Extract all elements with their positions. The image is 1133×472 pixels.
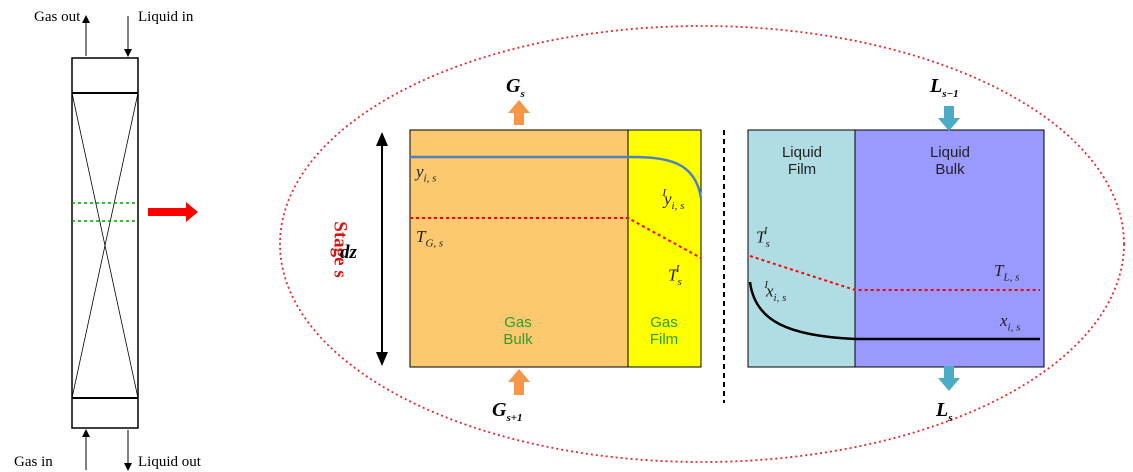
liquid-in-flow-arrow [938,106,960,131]
liquid-bulk-region [854,129,1045,368]
x-bulk-label: xi, s [1000,311,1021,334]
packed-column [71,15,139,471]
T-liquid-interface-label: TsI [756,225,770,251]
gas-bulk-region [409,129,629,368]
gas-concentration-curve [410,155,703,199]
x-interface-label: xi, sI [764,279,787,305]
dz-label: dz [340,242,357,263]
T-gas-bulk-label: TG, s [416,227,444,250]
column-shell [71,57,139,429]
liquid-side [747,106,1045,391]
gas-in-flow-arrow [508,369,530,395]
gas-out-label: Gas out [34,9,81,25]
liquid-concentration-curve [748,281,1040,341]
gas-side [409,100,703,395]
gas-flow-top-label: Gs [506,75,525,100]
gas-flow-bottom-label: Gs+1 [492,399,523,424]
zoom-arrow [148,202,198,222]
liquid-out-label: Liquid out [138,454,201,470]
y-interface-label: yi, sI [662,187,685,213]
gas-film-region [627,129,702,368]
T-gas-interface-label: TsI [668,263,682,289]
liquid-film-region [747,129,856,368]
liquid-flow-bottom-label: Ls [936,399,953,424]
stage-ellipse [279,25,1125,463]
liquid-temperature-curve [749,255,1040,291]
liquid-out-flow-arrow [938,366,960,391]
packing-diagonal-2 [71,92,139,399]
gas-temperature-curve [410,217,702,259]
liquid-flow-top-label: Ls−1 [930,75,959,100]
gas-in-label: Gas in [14,454,53,470]
T-liquid-bulk-label: TL, s [994,261,1020,284]
y-bulk-label: yi, s [416,162,437,185]
dz-arrow-head-bottom [376,352,388,366]
dz-arrow-head-top [376,132,388,146]
gas-out-flow-arrow [508,100,530,125]
liquid-in-label: Liquid in [138,9,194,25]
